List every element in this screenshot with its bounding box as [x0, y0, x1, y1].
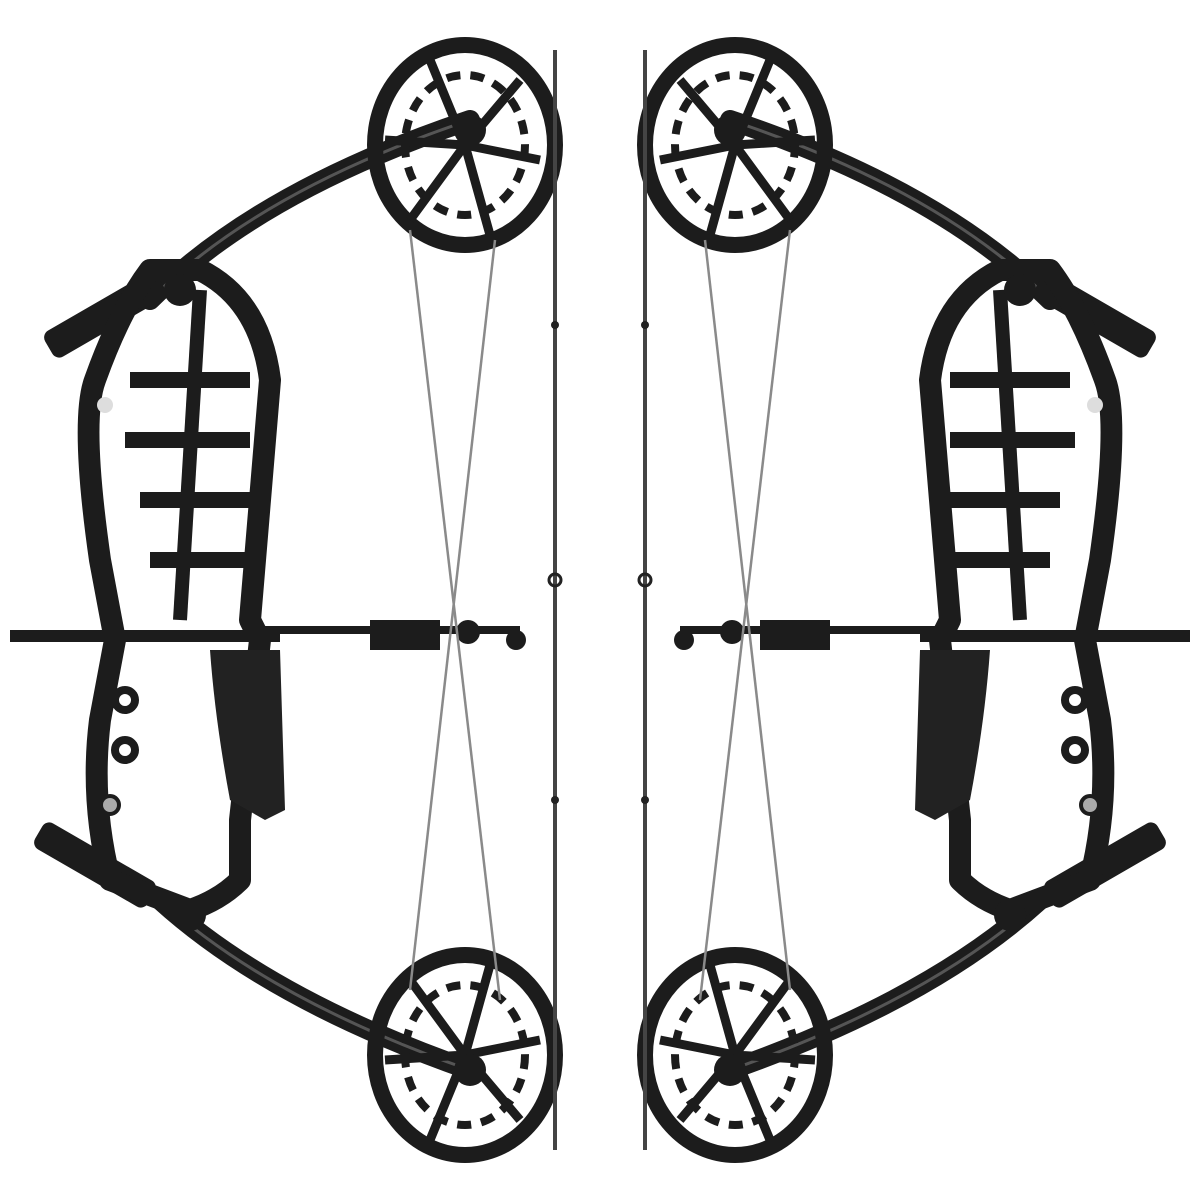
left-bow: [10, 45, 561, 1155]
right-bow: [639, 45, 1190, 1155]
